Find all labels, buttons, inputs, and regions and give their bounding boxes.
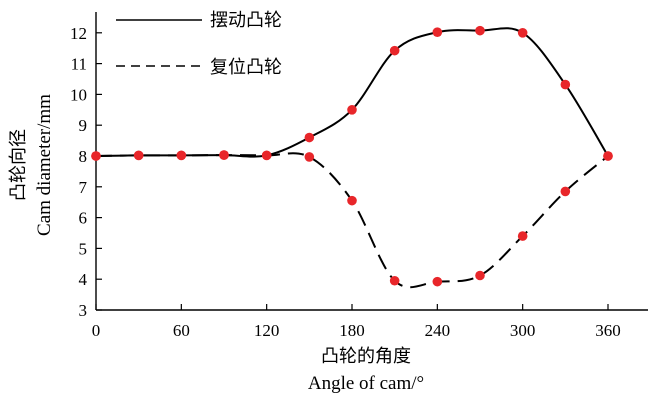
y-tick-label: 5 <box>79 239 88 258</box>
ticks: 0 60 120 180 240 300 360 3 4 5 6 7 8 9 10 11 12 <box>70 24 621 340</box>
data-point-reset-cam <box>432 276 443 287</box>
y-tick-label: 4 <box>79 270 88 289</box>
y-tick-label: 9 <box>79 116 88 135</box>
x-tick-label: 180 <box>339 321 365 340</box>
x-tick-label: 60 <box>173 321 190 340</box>
data-point-swing-cam <box>517 28 528 38</box>
data-point-swing-cam <box>389 45 400 56</box>
y-axis-title: 凸轮向径 <box>8 129 29 201</box>
series-lines <box>95 27 609 289</box>
y-tick-label: 3 <box>79 301 88 320</box>
x-tick-label: 120 <box>254 321 280 340</box>
y-axis-title-en: Cam diameter/mm <box>34 94 55 236</box>
x-axis-title: 凸轮的角度 <box>321 346 411 367</box>
legend-label-swing-cam: 摆动凸轮 <box>210 10 282 31</box>
data-point-swing-cam <box>304 132 315 143</box>
data-point-reset-cam <box>475 270 485 281</box>
data-point-reset-cam <box>261 150 272 161</box>
data-point-reset-cam <box>176 150 187 161</box>
series-line-swing-cam <box>95 27 609 158</box>
axes <box>95 12 648 311</box>
legend-label-reset-cam: 复位凸轮 <box>210 57 282 78</box>
data-point-reset-cam <box>560 186 571 197</box>
data-point-swing-cam <box>432 27 443 37</box>
data-point-reset-cam <box>219 150 229 160</box>
data-point-reset-cam <box>304 152 315 162</box>
legend: 摆动凸轮 复位凸轮 <box>116 10 282 78</box>
x-tick-label: 300 <box>510 321 536 340</box>
y-tick-label: 12 <box>70 24 87 43</box>
data-point-swing-cam <box>347 105 357 115</box>
data-point-reset-cam <box>347 195 357 206</box>
y-tick-label: 10 <box>70 85 87 104</box>
x-axis-title-en: Angle of cam/° <box>308 373 424 394</box>
data-point-reset-cam <box>133 150 144 161</box>
data-point-reset-cam <box>91 151 101 161</box>
y-tick-label: 7 <box>79 178 88 197</box>
y-tick-label: 11 <box>71 55 87 74</box>
series-line-reset-cam <box>95 152 609 289</box>
y-tick-label: 8 <box>79 147 88 166</box>
x-tick-label: 0 <box>92 321 101 340</box>
data-point-reset-cam <box>603 151 613 161</box>
data-point-swing-cam <box>475 25 485 36</box>
data-point-reset-cam <box>389 275 400 286</box>
x-tick-label: 360 <box>595 321 621 340</box>
data-points <box>91 25 613 287</box>
y-tick-label: 6 <box>79 209 88 228</box>
data-point-swing-cam <box>560 79 571 90</box>
data-point-reset-cam <box>517 231 528 241</box>
x-tick-label: 240 <box>425 321 451 340</box>
